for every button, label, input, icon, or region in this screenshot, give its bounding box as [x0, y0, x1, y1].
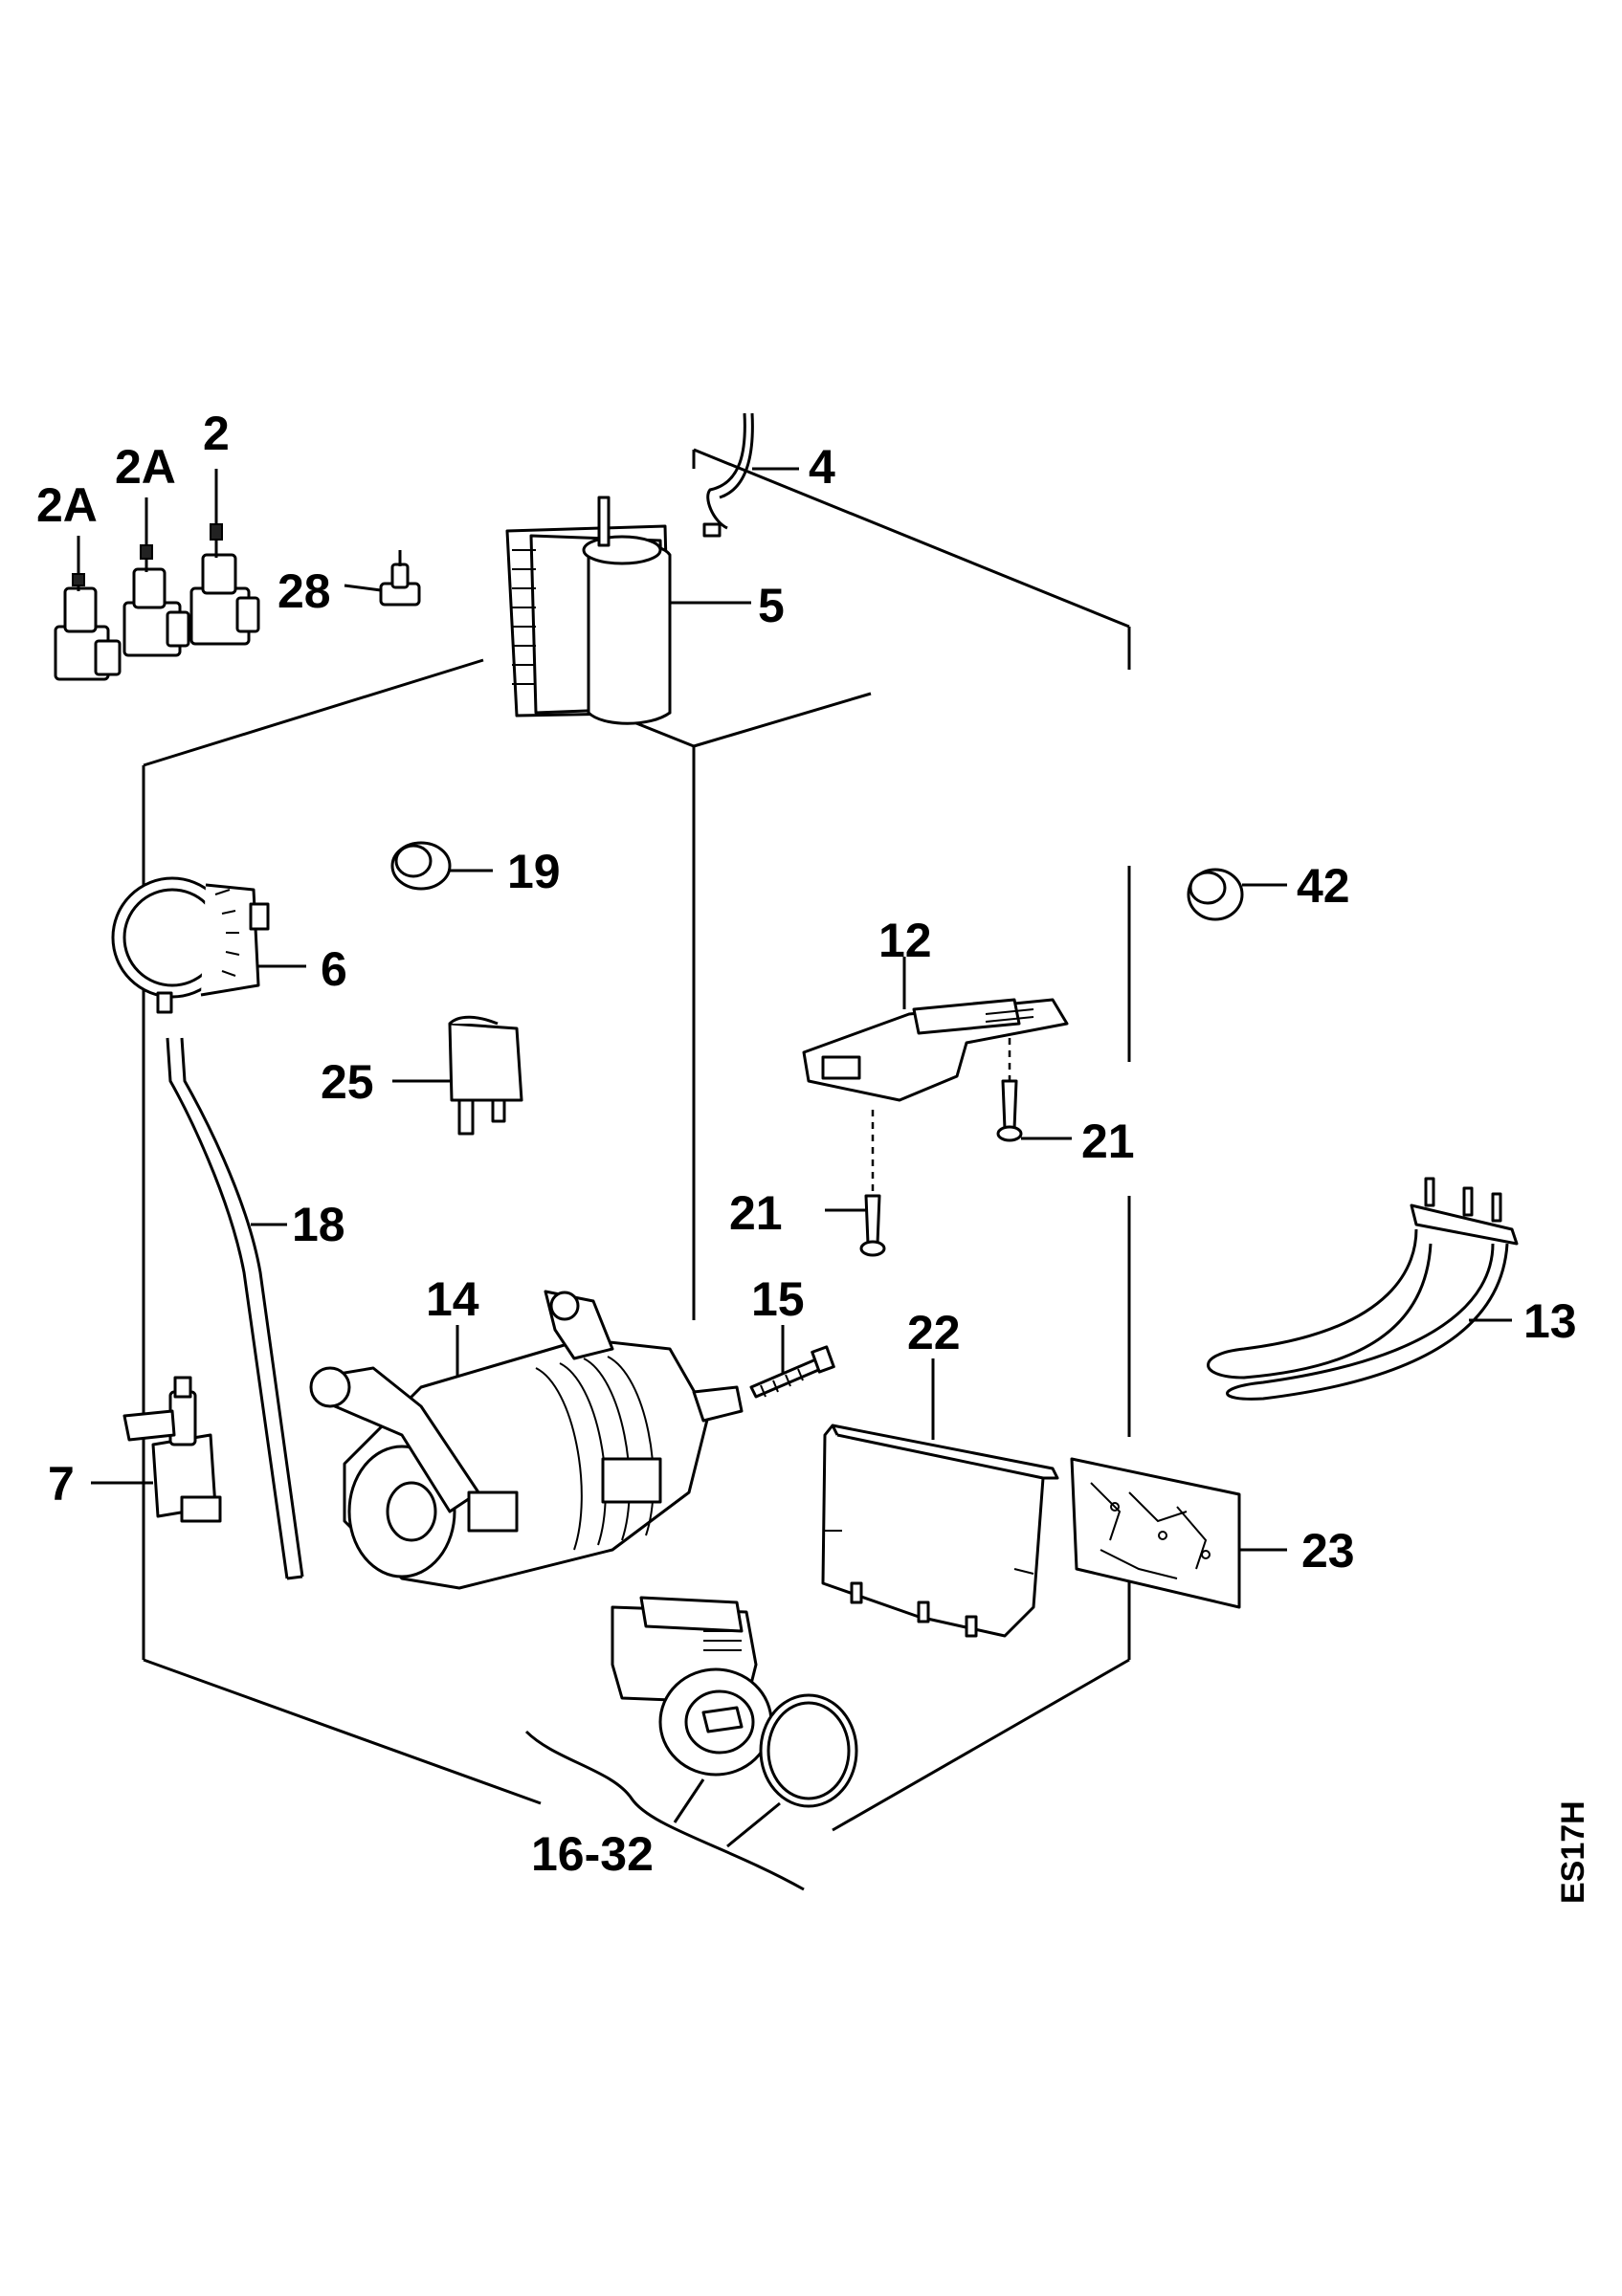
callout-6: 6 [321, 942, 347, 996]
gasket-32 [759, 1693, 858, 1808]
callout-7: 7 [48, 1457, 75, 1511]
callout-2a-mid: 2A [115, 440, 176, 494]
door-interlock-12 [802, 957, 1069, 1102]
callout-5: 5 [758, 579, 785, 632]
callout-21-lower: 21 [729, 1186, 783, 1240]
callout-28: 28 [278, 564, 331, 618]
screw-15 [749, 1325, 835, 1399]
callout-2: 2 [203, 407, 230, 460]
selector-switch-2 [189, 469, 260, 646]
callout-16-32: 16-32 [531, 1827, 654, 1881]
drawing-code: ES17H [1555, 1800, 1591, 1904]
suppressor-25 [392, 1015, 523, 1136]
hose-18 [166, 1037, 304, 1580]
callout-22: 22 [907, 1306, 961, 1359]
plug-19 [390, 841, 493, 891]
callout-23: 23 [1301, 1524, 1355, 1578]
callout-2a-left: 2A [36, 478, 98, 532]
callout-4: 4 [809, 440, 835, 494]
plug-42 [1187, 868, 1287, 921]
selector-switch-2a-mid [122, 497, 190, 657]
heater-13 [1207, 1177, 1519, 1401]
callout-42: 42 [1297, 859, 1350, 913]
callout-19: 19 [507, 845, 561, 898]
callout-21-upper: 21 [1081, 1115, 1135, 1168]
callout-15: 15 [751, 1272, 805, 1326]
selector-switch-2a-left [54, 536, 122, 681]
circuit-board-23 [1070, 1457, 1287, 1609]
sensor-28 [344, 550, 421, 607]
callout-18: 18 [292, 1198, 345, 1251]
valve-7 [91, 1376, 222, 1523]
callout-13: 13 [1523, 1294, 1577, 1348]
pump-16 [611, 1596, 773, 1777]
callout-12: 12 [878, 914, 932, 967]
screw-21-upper [996, 1038, 1072, 1142]
callout-25: 25 [321, 1055, 374, 1109]
callout-leader-16-32 [524, 1730, 805, 1891]
drying-unit-5 [505, 496, 751, 725]
wire-lead-4 [702, 412, 799, 538]
screw-21-lower [825, 1110, 886, 1257]
electronic-module-22 [821, 1358, 1059, 1638]
motor-14 [309, 1290, 744, 1590]
callout-14: 14 [426, 1272, 479, 1326]
programmer-6 [111, 876, 306, 1014]
